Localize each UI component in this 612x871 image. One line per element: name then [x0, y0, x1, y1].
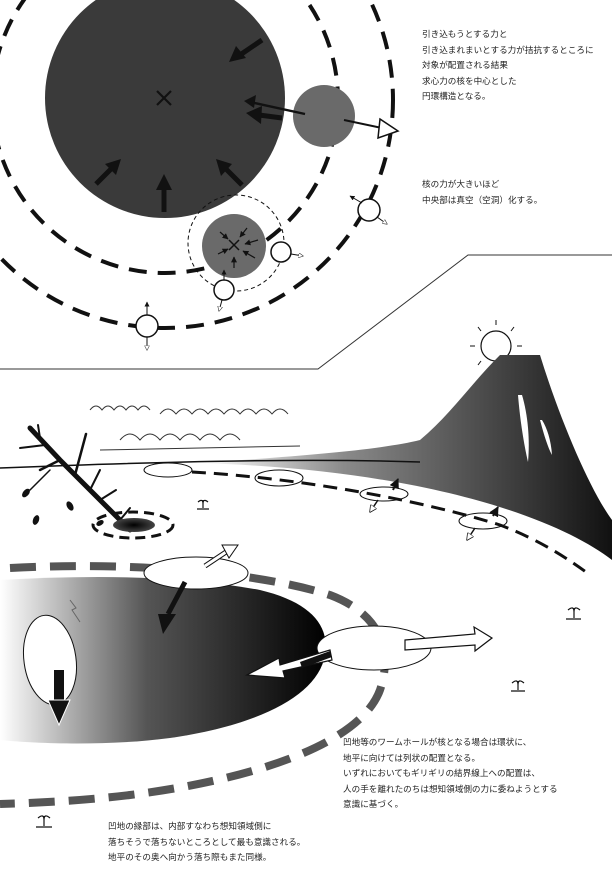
sprout-icon — [36, 816, 52, 827]
wormhole-principle-text: 凹地等のワームホールが核となる場合は環状に、 地平に向けては列状の配置となる。 … — [343, 736, 558, 814]
sea-waves — [90, 406, 300, 450]
small-wormhole — [93, 512, 173, 538]
annotation-line: 求心力の核を中心とした — [422, 75, 594, 91]
panel-frame-line — [0, 255, 612, 369]
annotation-line: 落ちそうで落ちないところとして最も意識される。 — [108, 836, 305, 852]
volcano-mountain — [200, 355, 612, 560]
sprout-icon — [511, 681, 525, 691]
annotation-line: 円環構造となる。 — [422, 90, 594, 106]
sprout-icon — [197, 500, 209, 509]
annotation-line: 地平のその奥へ向かう落ち際もまた同様。 — [108, 851, 305, 867]
arrow-icon — [405, 627, 492, 651]
test-body-lower — [136, 302, 158, 350]
annotation-line: 中央部は真空（空洞）化する。 — [422, 194, 542, 210]
sprout-icon — [566, 608, 581, 619]
orbit-diagram — [0, 0, 398, 350]
test-body-secondary — [271, 242, 303, 262]
annotation-line: 凹地等のワームホールが核となる場合は環状に、 — [343, 736, 558, 752]
annotation-line: 引き込もうとする力と — [422, 28, 594, 44]
annotation-line: 地平に向けては列状の配置となる。 — [343, 752, 558, 768]
annotation-line: 引き込まれまいとする力が拮抗するところに — [422, 44, 594, 60]
annotation-line: 対象が配置される結果 — [422, 59, 594, 75]
void-principle-text: 核の力が大きいほど 中央部は真空（空洞）化する。 — [422, 178, 542, 209]
annotation-line: いずれにおいてもギリギリの結界線上への配置は、 — [343, 767, 558, 783]
annotation-line: 意識に基づく。 — [343, 798, 558, 814]
annotation-line: 核の力が大きいほど — [422, 178, 542, 194]
satellite-body — [293, 85, 355, 147]
orbit-principle-text: 引き込もうとする力と 引き込まれまいとする力が拮抗するところに 対象が配置される… — [422, 28, 594, 106]
test-body-right — [350, 196, 387, 224]
annotation-line: 凹地の縁部は、内部すなわち想知領域側に — [108, 820, 305, 836]
rim-principle-text: 凹地の縁部は、内部すなわち想知領域側に 落ちそうで落ちないところとして最も意識さ… — [108, 820, 305, 867]
annotation-line: 人の手を離れたのちは想知領域側の力に委ねようとする — [343, 783, 558, 799]
